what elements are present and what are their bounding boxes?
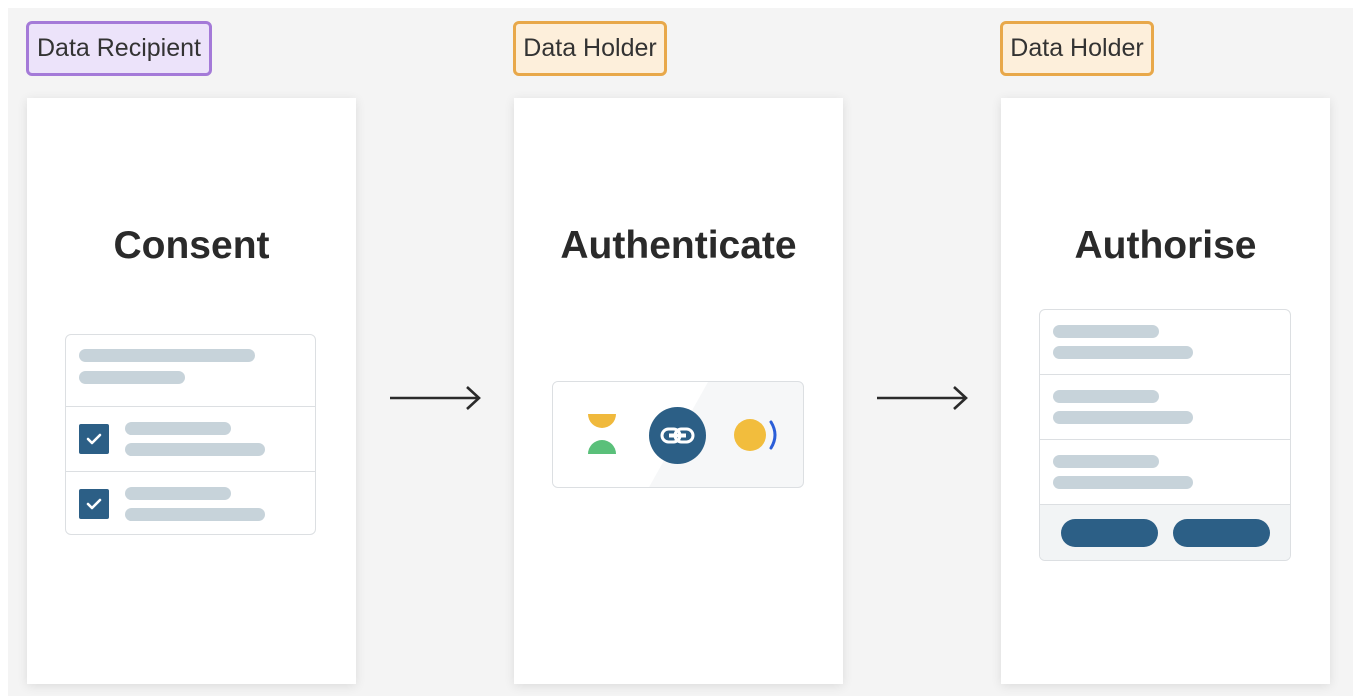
text-placeholder-bar: [125, 487, 231, 500]
authentication-mockup: [552, 381, 804, 488]
step-title: Authorise: [1074, 224, 1257, 267]
consent-form-mockup: [65, 334, 316, 535]
consent-option-row: [66, 471, 315, 535]
text-placeholder-bar: [1053, 455, 1159, 468]
text-placeholder-bar: [79, 349, 255, 362]
consent-header-placeholder: [66, 335, 315, 407]
data-recipient-label: Data Recipient: [37, 34, 201, 62]
authenticate-step-card: Authenticate: [514, 98, 843, 684]
coin-contactless-icon: [734, 419, 777, 451]
step-title: Consent: [113, 224, 270, 267]
button-placeholder: [1173, 519, 1270, 547]
checkbox-checked-icon: [79, 489, 109, 519]
data-holder-tag: Data Holder: [1000, 21, 1154, 76]
link-icon: [649, 407, 706, 464]
data-recipient-tag: Data Recipient: [26, 21, 212, 76]
text-placeholder-bar: [1053, 325, 1159, 338]
permission-row: [1040, 310, 1290, 375]
text-placeholder-bar: [1053, 390, 1159, 403]
text-placeholder-bar: [1053, 411, 1193, 424]
arrow-right-icon: [390, 386, 481, 410]
authorise-step-card: Authorise: [1001, 98, 1330, 684]
text-placeholder-bar: [125, 508, 265, 521]
text-placeholder-bar: [125, 422, 231, 435]
data-holder-label: Data Holder: [1010, 34, 1144, 62]
checkbox-checked-icon: [79, 424, 109, 454]
text-placeholder-bar: [79, 371, 185, 384]
data-holder-label: Data Holder: [523, 34, 657, 62]
step-title: Authenticate: [560, 224, 797, 267]
text-placeholder-bar: [125, 443, 265, 456]
hourglass-icon: [588, 414, 616, 454]
consent-option-row: [66, 407, 315, 471]
text-placeholder-bar: [1053, 476, 1193, 489]
button-placeholder: [1061, 519, 1158, 547]
text-placeholder-bar: [1053, 346, 1193, 359]
action-buttons-row: [1040, 505, 1290, 560]
permission-row: [1040, 440, 1290, 505]
permission-row: [1040, 375, 1290, 440]
data-holder-tag: Data Holder: [513, 21, 667, 76]
consent-step-card: Consent: [27, 98, 356, 684]
authorisation-mockup: [1039, 309, 1291, 561]
arrow-right-icon: [877, 386, 968, 410]
